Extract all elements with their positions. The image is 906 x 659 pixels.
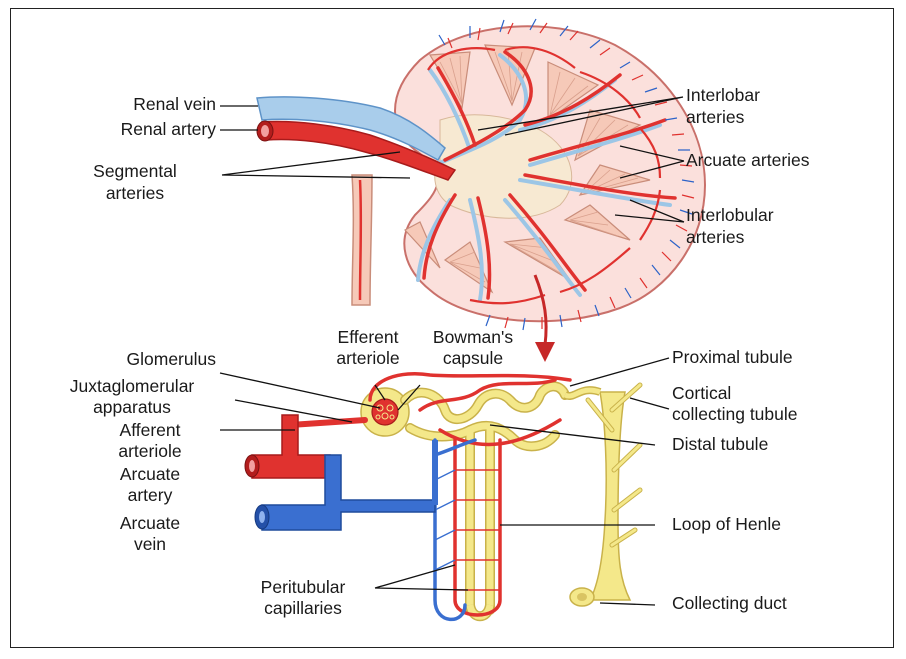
label-arcuate-artery-line1: Arcuate xyxy=(95,464,205,485)
label-efferent-arteriole-line2: arteriole xyxy=(318,348,418,369)
label-arcuate-vein-line1: Arcuate xyxy=(95,513,205,534)
label-interlobular-arteries-line2: arteries xyxy=(686,227,744,248)
glomerulus-shape xyxy=(372,399,398,425)
label-segmental-arteries-line2: arteries xyxy=(55,183,215,204)
afferent-arteriole-vessel xyxy=(290,420,365,425)
label-arcuate-arteries: Arcuate arteries xyxy=(686,150,810,171)
label-proximal-tubule: Proximal tubule xyxy=(672,347,793,368)
label-afferent-arteriole-line1: Afferent xyxy=(90,420,210,441)
label-distal-tubule: Distal tubule xyxy=(672,434,768,455)
label-cortical-collecting-line2: collecting tubule xyxy=(672,404,798,425)
kidney-illustration xyxy=(257,19,705,362)
label-juxtaglomerular-line1: Juxtaglomerular xyxy=(32,376,232,397)
label-arcuate-artery-line2: artery xyxy=(95,485,205,506)
label-arcuate-vein-line2: vein xyxy=(95,534,205,555)
collecting-duct-vessel xyxy=(590,392,630,600)
label-renal-artery: Renal artery xyxy=(36,119,216,140)
label-interlobular-arteries-line1: Interlobular xyxy=(686,205,774,226)
label-cortical-collecting-line1: Cortical xyxy=(672,383,731,404)
label-segmental-arteries-line1: Segmental xyxy=(55,161,215,182)
label-juxtaglomerular-line2: apparatus xyxy=(32,397,232,418)
label-peritubular-line2: capillaries xyxy=(228,598,378,619)
ureter xyxy=(352,175,372,305)
label-bowmans-capsule-line1: Bowman's xyxy=(418,327,528,348)
label-bowmans-capsule-line2: capsule xyxy=(418,348,528,369)
label-loop-of-henle: Loop of Henle xyxy=(672,514,781,535)
label-interlobar-arteries-line2: arteries xyxy=(686,107,744,128)
convoluted-tubules xyxy=(405,386,565,610)
label-afferent-arteriole-line2: arteriole xyxy=(90,441,210,462)
label-efferent-arteriole-line1: Efferent xyxy=(318,327,418,348)
label-peritubular-line1: Peritubular xyxy=(228,577,378,598)
label-collecting-duct: Collecting duct xyxy=(672,593,787,614)
label-renal-vein: Renal vein xyxy=(56,94,216,115)
label-glomerulus: Glomerulus xyxy=(36,349,216,370)
label-interlobar-arteries-line1: Interlobar xyxy=(686,85,760,106)
